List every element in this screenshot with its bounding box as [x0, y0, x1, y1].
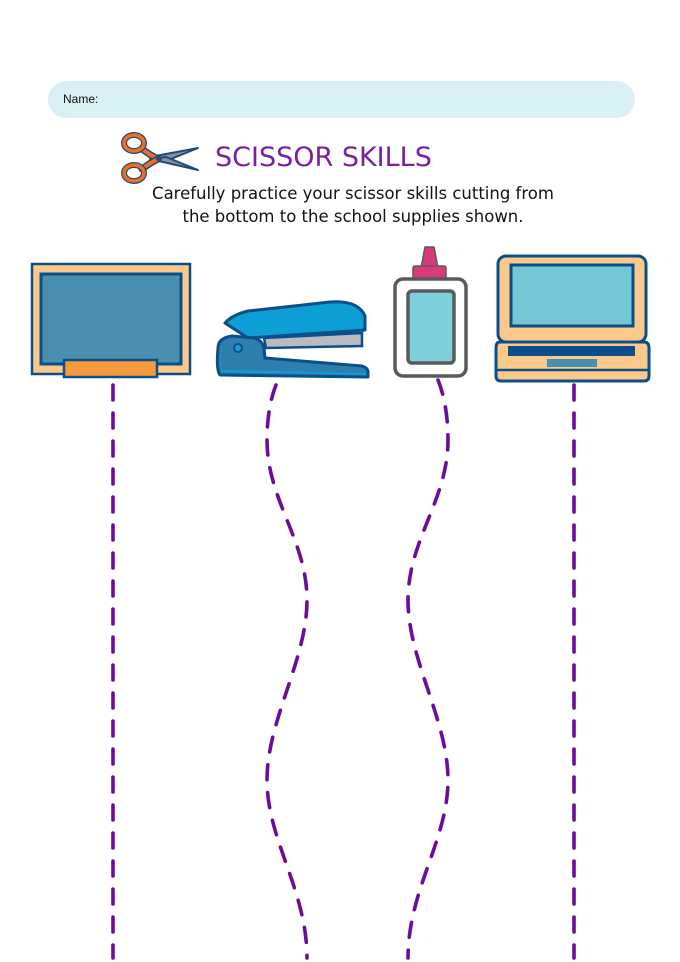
name-bar: Name:	[48, 81, 635, 118]
cut-line-stapler[interactable]	[265, 383, 309, 960]
instructions: Carefully practice your scissor skills c…	[110, 182, 596, 228]
name-field[interactable]	[108, 87, 615, 114]
name-label: Name:	[63, 92, 99, 106]
laptop-icon	[494, 254, 651, 383]
glue-bottle-icon	[393, 246, 468, 378]
stapler-icon	[215, 300, 370, 379]
instructions-line-2: the bottom to the school supplies shown.	[182, 207, 524, 226]
chalkboard-icon	[30, 262, 192, 379]
cut-line-glue[interactable]	[406, 378, 450, 960]
instructions-line-1: Carefully practice your scissor skills c…	[152, 184, 554, 203]
scissors-icon	[121, 132, 199, 184]
worksheet-title: SCISSOR SKILLS	[215, 142, 432, 173]
